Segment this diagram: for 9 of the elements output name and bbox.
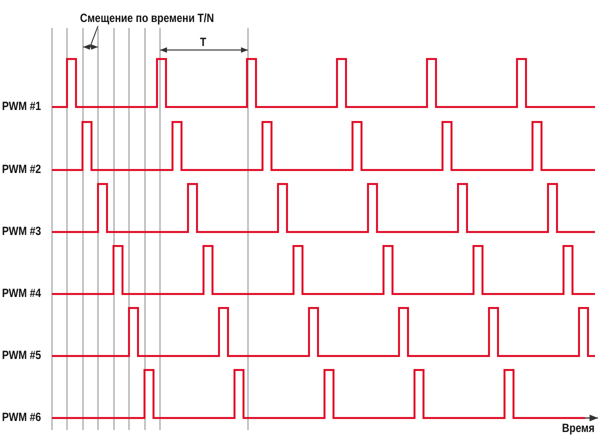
signal-label: PWM #1 — [2, 99, 42, 113]
dimension-label: T — [200, 35, 206, 49]
signal-label: PWM #5 — [2, 348, 42, 362]
signal-label: PWM #6 — [2, 410, 42, 424]
signal-label: PWM #4 — [2, 286, 42, 300]
signal-label: PWM #3 — [2, 224, 42, 238]
signal-label: PWM #2 — [2, 162, 42, 176]
dimension-label: Смещение по времени T/N — [80, 11, 214, 25]
axis-label: Время — [562, 421, 595, 435]
